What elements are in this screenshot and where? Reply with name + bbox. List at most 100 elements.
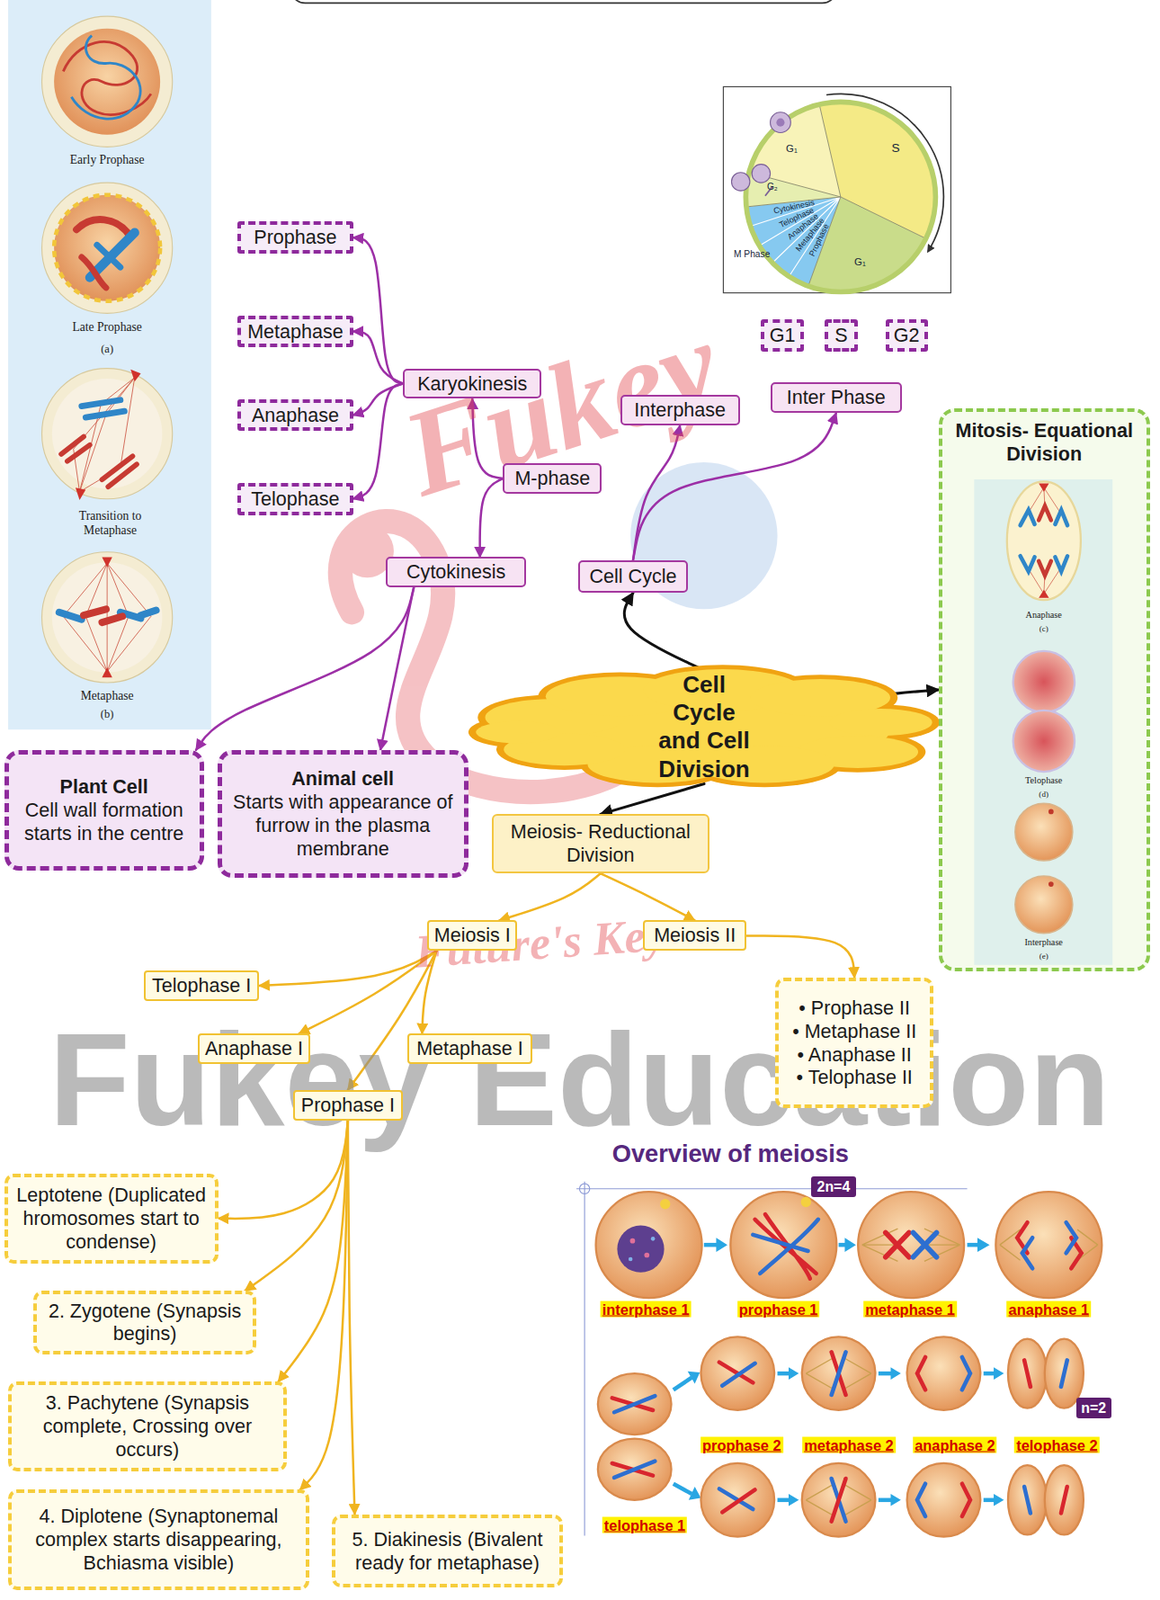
figure-caption: M Phase xyxy=(733,249,770,260)
cloud-shape xyxy=(475,720,560,743)
meiosis-overview-figure xyxy=(576,1187,968,1189)
meiosis-cell xyxy=(999,1229,1098,1260)
label-text: telophase 2 xyxy=(1014,1436,1099,1453)
label-text: interphase 1 xyxy=(600,1300,692,1317)
connector-arrow xyxy=(353,331,404,384)
label-text: (d) xyxy=(1038,788,1049,798)
node-text: Interphase xyxy=(626,398,734,422)
connector-arrow xyxy=(600,783,705,814)
central-topic: Cell Cycle and Cell Division xyxy=(471,665,937,789)
figure-caption: Telophase xyxy=(1025,775,1062,786)
node-text: Anaphase I xyxy=(204,1036,304,1061)
cell-figure xyxy=(61,437,90,462)
node-text: Mitosis- Equational Division xyxy=(947,419,1142,466)
label-text: Early Prophase xyxy=(70,152,145,167)
mitosis-figure xyxy=(1048,808,1054,814)
meiosis-cell xyxy=(1024,1486,1031,1513)
node-text: Metaphase I xyxy=(413,1036,527,1061)
meiosis-overview-figure xyxy=(584,1181,586,1536)
stage-tag: metaphase 2 xyxy=(802,1436,896,1454)
cell-figure xyxy=(101,667,112,678)
node-text: Prophase xyxy=(243,225,347,250)
figure-caption: (a) xyxy=(100,342,114,356)
meiosis-cell xyxy=(917,1356,926,1390)
topic-box: Meiosis- Reductional Division xyxy=(491,813,710,874)
mitosis-figure xyxy=(1038,505,1052,575)
title-frame xyxy=(290,0,837,3)
node-text: Meiosis I xyxy=(433,923,511,947)
label-text: M Phase xyxy=(733,249,770,259)
meiosis-cell xyxy=(614,1395,655,1478)
node-text: Cytokinesis xyxy=(392,560,521,584)
stage-tag: interphase 1 xyxy=(600,1300,692,1318)
node-text: 5. Diakinesis (Bivalent ready for metaph… xyxy=(340,1527,555,1575)
substage-box: Leptotene (Duplicated hromosomes start t… xyxy=(4,1173,219,1264)
cell-cycle-figure xyxy=(722,86,951,293)
node-text: Prophase I xyxy=(299,1093,398,1117)
flow-arrow xyxy=(844,1237,856,1252)
cell-figure xyxy=(76,219,131,237)
cell-figure xyxy=(52,378,163,490)
cell-figure xyxy=(53,28,161,135)
meiosis-cell xyxy=(700,1336,775,1410)
label-text: Anaphase xyxy=(1026,609,1062,620)
node-text: Plant Cell xyxy=(16,775,193,799)
meiosis-cell xyxy=(628,1257,634,1262)
substage-box: 3. Pachytene (Synapsis complete, Crossin… xyxy=(8,1381,287,1472)
cell-figure xyxy=(42,16,173,147)
phase-box: Metaphase xyxy=(237,315,353,348)
figure-caption: (e) xyxy=(1039,951,1049,961)
meiosis-cell xyxy=(917,1483,926,1517)
meiosis-cell xyxy=(700,1463,1083,1537)
label-text: telophase 1 xyxy=(602,1516,688,1534)
meiosis-cell xyxy=(885,1232,910,1258)
label-text: S xyxy=(892,141,901,155)
meiosis-cell xyxy=(597,1373,672,1500)
node-text: Karyokinesis xyxy=(409,372,536,396)
flow-arrow xyxy=(688,1486,702,1500)
label-text: anaphase 1 xyxy=(1007,1300,1092,1317)
stage-box: Telophase I xyxy=(143,970,259,1001)
meiosis-cell xyxy=(831,1478,847,1522)
figure-caption: Transition to Metaphase xyxy=(62,508,157,537)
cell-figure xyxy=(81,400,125,418)
connector-arrow xyxy=(746,935,855,978)
node-text: Anaphase xyxy=(243,403,347,428)
meiosis-cell xyxy=(857,1191,964,1298)
stage-tag: telophase 2 xyxy=(1014,1436,1099,1454)
connector-arrow xyxy=(624,592,705,670)
phase-box: Telophase xyxy=(237,482,353,516)
label-text: metaphase 2 xyxy=(802,1436,896,1453)
cloud-shape xyxy=(829,708,933,736)
flow-arrow xyxy=(977,1237,991,1252)
figure-caption: Late Prophase xyxy=(71,320,142,335)
meiosis-cell xyxy=(660,1198,670,1209)
stage-tag: prophase 1 xyxy=(737,1300,821,1318)
meiosis-cell xyxy=(862,1228,961,1261)
connector-arrow xyxy=(196,587,414,750)
label-text: G₁ xyxy=(785,142,798,154)
cell-figure xyxy=(42,182,173,313)
meiosis-cell xyxy=(1022,1222,1077,1268)
title-frame xyxy=(290,0,837,3)
figure-panel: Mitosis- Equational Division xyxy=(938,408,1151,972)
phase-box: G2 xyxy=(885,319,928,352)
figure-caption: G₁ xyxy=(785,142,798,155)
note-card: Plant CellCell wall formation starts in … xyxy=(4,749,205,871)
meiosis-cell xyxy=(700,1463,775,1537)
node-text: Cell Cycle and Cell Division xyxy=(657,670,752,784)
cell-cycle-figure xyxy=(745,101,936,292)
note-card: Animal cellStarts with appearance of fur… xyxy=(217,749,469,878)
cell-cycle-figure xyxy=(746,196,841,286)
cell-figure xyxy=(83,608,123,623)
cell-figure xyxy=(101,455,137,487)
figure-caption: (b) xyxy=(100,707,115,721)
flow-arrow xyxy=(993,1493,1004,1507)
node-text: Starts with appearance of furrow in the … xyxy=(229,790,457,861)
label-text: (c) xyxy=(1039,624,1049,634)
mitosis-figure xyxy=(1026,487,1062,594)
flow-arrow xyxy=(715,1237,727,1252)
meiosis-cell xyxy=(831,1478,847,1522)
